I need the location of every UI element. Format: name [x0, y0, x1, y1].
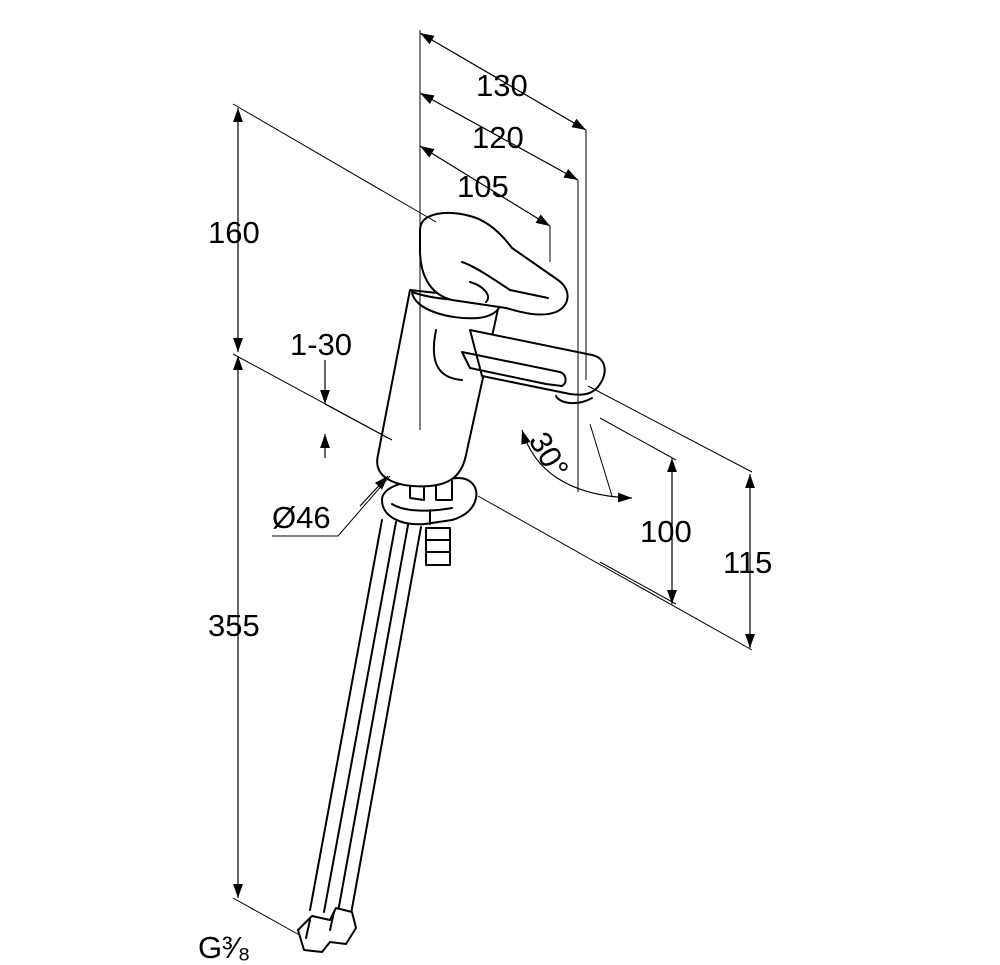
faucet: [309, 211, 606, 915]
faucet-spout: [469, 329, 606, 396]
label-130: 130: [476, 68, 528, 103]
label-105: 105: [457, 169, 509, 204]
label-115: 115: [723, 545, 772, 580]
label-120: 120: [472, 120, 524, 155]
dimension-labels: 130 120 105 160 1-30 Ø46 30° 100 115 355…: [198, 68, 772, 965]
dim-arc-30: [521, 429, 633, 503]
label-100: 100: [640, 514, 692, 549]
dim-line-105: [419, 145, 551, 227]
label-angle: 30°: [522, 426, 576, 484]
dim-line-120: [419, 92, 579, 181]
label-diameter: Ø46: [272, 500, 331, 535]
faucet-column: [376, 289, 501, 488]
label-thread: G³⁄₈: [198, 930, 250, 965]
label-355: 355: [208, 608, 260, 643]
dimension-lines: [232, 30, 755, 943]
label-1-30: 1-30: [290, 327, 352, 362]
label-160: 160: [208, 215, 260, 250]
supply-hoses: [309, 519, 422, 915]
hose-connector: [297, 907, 357, 953]
